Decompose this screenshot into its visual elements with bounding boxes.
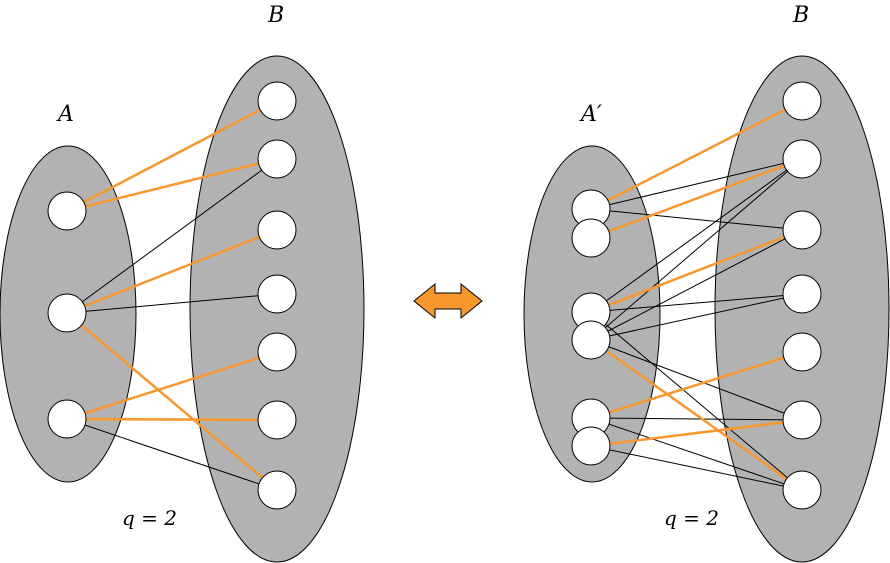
left-matched-edge bbox=[66, 99, 278, 213]
left-b-node-1 bbox=[257, 139, 297, 179]
right-other-edge bbox=[590, 158, 803, 313]
left-matched-edge bbox=[66, 312, 278, 491]
right-other-edge bbox=[590, 208, 803, 231]
left-other-edge bbox=[66, 418, 278, 491]
left-a-node-2 bbox=[47, 399, 87, 439]
right-other-edge bbox=[590, 229, 803, 341]
right-other-edge bbox=[590, 158, 803, 210]
right-set-a-label: A′ bbox=[579, 102, 602, 127]
right-other-edge bbox=[590, 158, 803, 341]
right-other-edge bbox=[590, 417, 803, 491]
right-matched-edge bbox=[590, 350, 803, 420]
left-b-node-6 bbox=[257, 470, 297, 510]
right-matched-edge bbox=[590, 228, 803, 314]
left-set-b-label: B bbox=[267, 3, 284, 28]
right-other-edge bbox=[590, 445, 803, 491]
right-b-node-1 bbox=[782, 139, 822, 179]
right-b-node-4 bbox=[782, 332, 822, 372]
nodes bbox=[47, 81, 822, 510]
right-matched-edge bbox=[590, 418, 803, 448]
left-b-node-5 bbox=[257, 400, 297, 440]
double-arrow-icon bbox=[413, 282, 483, 320]
left-matched-edge bbox=[66, 228, 278, 315]
left-matched-edge bbox=[66, 350, 278, 421]
left-q-label: q = 2 bbox=[122, 506, 177, 530]
left-other-edge bbox=[66, 293, 278, 314]
right-other-edge bbox=[590, 311, 803, 491]
right-a-node-3 bbox=[571, 320, 611, 360]
right-matched-edge bbox=[590, 99, 803, 211]
right-a-node-5 bbox=[571, 426, 611, 466]
left-b-node-2 bbox=[257, 210, 297, 250]
left-b-node-0 bbox=[257, 81, 297, 121]
right-other-edge bbox=[590, 293, 803, 313]
right-q-label: q = 2 bbox=[664, 506, 719, 530]
left-a-node-0 bbox=[47, 191, 87, 231]
edges bbox=[66, 99, 803, 492]
right-b-node-5 bbox=[782, 400, 822, 440]
left-matched-edge bbox=[66, 417, 278, 422]
right-b-node-0 bbox=[782, 81, 822, 121]
left-matched-edge bbox=[66, 157, 278, 213]
right-other-edge bbox=[590, 417, 803, 421]
right-matched-edge bbox=[590, 157, 803, 240]
right-b-node-2 bbox=[782, 210, 822, 250]
left-a-node-1 bbox=[47, 293, 87, 333]
left-set-a-label: A bbox=[56, 102, 74, 127]
left-other-edge bbox=[66, 158, 278, 314]
right-set-b-label: B bbox=[792, 3, 809, 28]
right-matched-edge bbox=[590, 338, 803, 492]
left-b-node-4 bbox=[257, 332, 297, 372]
right-other-edge bbox=[590, 339, 803, 421]
right-other-edge bbox=[590, 293, 803, 341]
left-b-node-3 bbox=[257, 274, 297, 314]
right-b-node-6 bbox=[782, 470, 822, 510]
right-b-node-3 bbox=[782, 274, 822, 314]
right-a-node-1 bbox=[571, 218, 611, 258]
